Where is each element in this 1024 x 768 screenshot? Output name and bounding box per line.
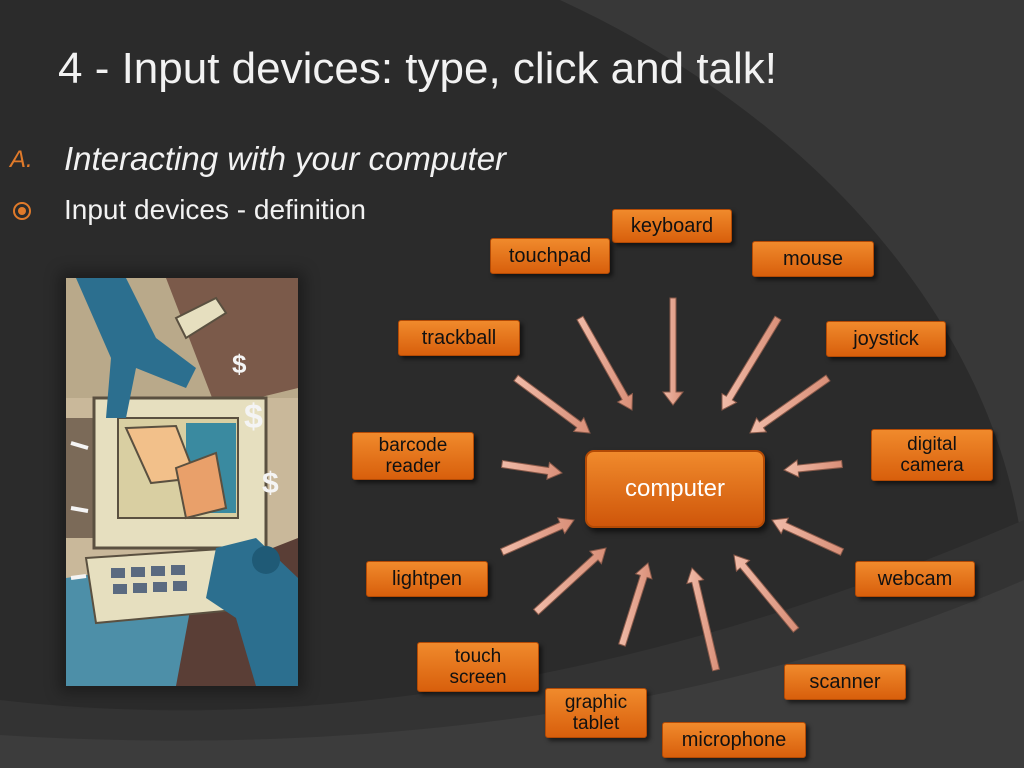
section-title: Interacting with your computer	[64, 140, 507, 177]
arrow-from-touchpad	[576, 315, 634, 411]
device-keyboard: keyboard	[612, 209, 732, 243]
arrow-from-trackball	[513, 374, 591, 434]
slide-title: 4 - Input devices: type, click and talk!	[58, 44, 778, 93]
bullet-text: Input devices - definition	[64, 194, 366, 225]
svg-text:$: $	[244, 398, 263, 436]
device-barcode-reader: barcode reader	[352, 432, 474, 480]
device-webcam: webcam	[855, 561, 975, 597]
arrow-from-barcode-reader	[500, 459, 563, 481]
arrow-from-lightpen	[499, 517, 575, 556]
arrow-from-webcam	[771, 517, 845, 556]
arrow-from-touch-screen	[532, 547, 607, 616]
arrow-from-microphone	[686, 567, 721, 672]
device-mouse: mouse	[752, 241, 874, 277]
device-lightpen: lightpen	[366, 561, 488, 597]
person-at-computer-clipart: $ $ $	[66, 278, 298, 686]
circle-bullet-icon	[13, 202, 31, 220]
device-trackball: trackball	[398, 320, 520, 356]
section-letter: A.	[10, 146, 33, 173]
arrow-from-scanner	[733, 554, 800, 633]
arrow-from-keyboard	[661, 297, 685, 406]
device-graphic-tablet: graphic tablet	[545, 688, 647, 738]
arrow-from-graphic-tablet	[618, 562, 653, 647]
arrow-from-joystick	[749, 374, 831, 434]
device-digital-camera: digital camera	[871, 429, 993, 481]
computer-center-box: computer	[585, 450, 765, 528]
arrow-from-digital-camera	[783, 459, 843, 478]
device-joystick: joystick	[826, 321, 946, 357]
device-scanner: scanner	[784, 664, 906, 700]
svg-text:$: $	[232, 349, 247, 379]
device-touchpad: touchpad	[490, 238, 610, 274]
svg-text:$: $	[262, 467, 279, 500]
device-microphone: microphone	[662, 722, 806, 758]
device-touch-screen: touch screen	[417, 642, 539, 692]
arrow-from-mouse	[721, 315, 782, 411]
